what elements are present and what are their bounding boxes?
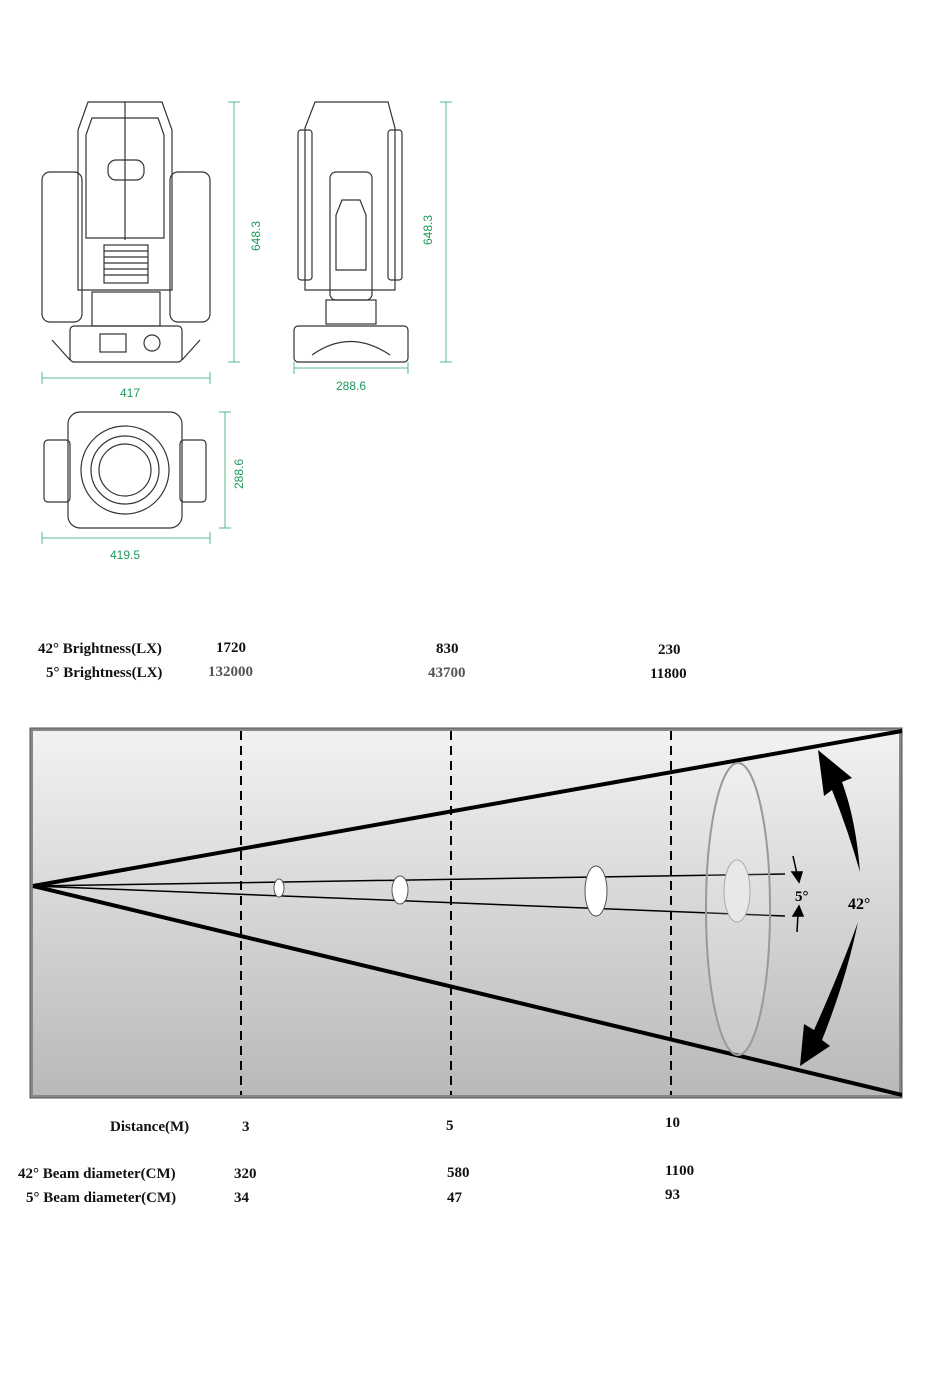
distance-label: Distance(M) [110, 1119, 189, 1136]
beam-spot-5m [392, 876, 408, 904]
side-height-label: 648.3 [421, 215, 435, 245]
distance-value: 5 [446, 1118, 454, 1135]
wide-beam-upper-edge [33, 731, 902, 886]
top-view-drawing [44, 412, 206, 528]
narrow-angle-arrows [792, 856, 803, 932]
brightness-42-value: 830 [436, 641, 459, 658]
top-depth-label: 288.6 [232, 459, 246, 489]
beam-panel [30, 728, 902, 1098]
beam-diameter-42-value: 1100 [665, 1163, 694, 1180]
distance-value: 3 [242, 1119, 250, 1136]
beam-spot-10m [585, 866, 607, 916]
product-drawings: 648.3 417 648.3 288.6 288.6 419.5 [0, 0, 950, 600]
dimension-lines [42, 102, 452, 544]
brightness-42-value: 1720 [216, 640, 246, 657]
wide-angle-arrows [800, 750, 860, 1066]
front-height-label: 648.3 [249, 221, 263, 251]
wide-angle-label: 42° [848, 896, 870, 913]
beam-spot-large-inner [724, 860, 750, 922]
beam-diameter-5-value: 93 [665, 1187, 680, 1204]
brightness-5-value: 11800 [650, 666, 687, 683]
beam-diameter-5-value: 47 [447, 1190, 462, 1207]
front-width-label: 417 [120, 386, 140, 400]
front-view-drawing [42, 102, 210, 362]
beam-spot-3m [274, 879, 284, 897]
beam-spot-large-outer [706, 763, 770, 1055]
beam-diameter-5-value: 34 [234, 1190, 249, 1207]
beam-diameter-42-value: 320 [234, 1166, 257, 1183]
side-width-label: 288.6 [336, 379, 366, 393]
brightness-5-label: 5° Brightness(LX) [46, 665, 162, 682]
side-view-drawing [294, 102, 408, 362]
beam-diameter-42-value: 580 [447, 1165, 470, 1182]
brightness-42-label: 42° Brightness(LX) [38, 641, 162, 658]
brightness-42-value: 230 [658, 642, 681, 659]
top-width-label: 419.5 [110, 548, 140, 562]
beam-diameter-5-label: 5° Beam diameter(CM) [26, 1190, 176, 1207]
narrow-beam-upper-edge [33, 874, 785, 886]
wide-beam-lower-edge [33, 886, 902, 1095]
beam-diameter-42-label: 42° Beam diameter(CM) [18, 1166, 176, 1183]
narrow-beam-lower-edge [33, 886, 785, 916]
brightness-5-value: 43700 [428, 665, 466, 682]
brightness-5-value: 132000 [208, 664, 253, 681]
distance-value: 10 [665, 1115, 680, 1132]
narrow-angle-label: 5° [795, 889, 809, 905]
